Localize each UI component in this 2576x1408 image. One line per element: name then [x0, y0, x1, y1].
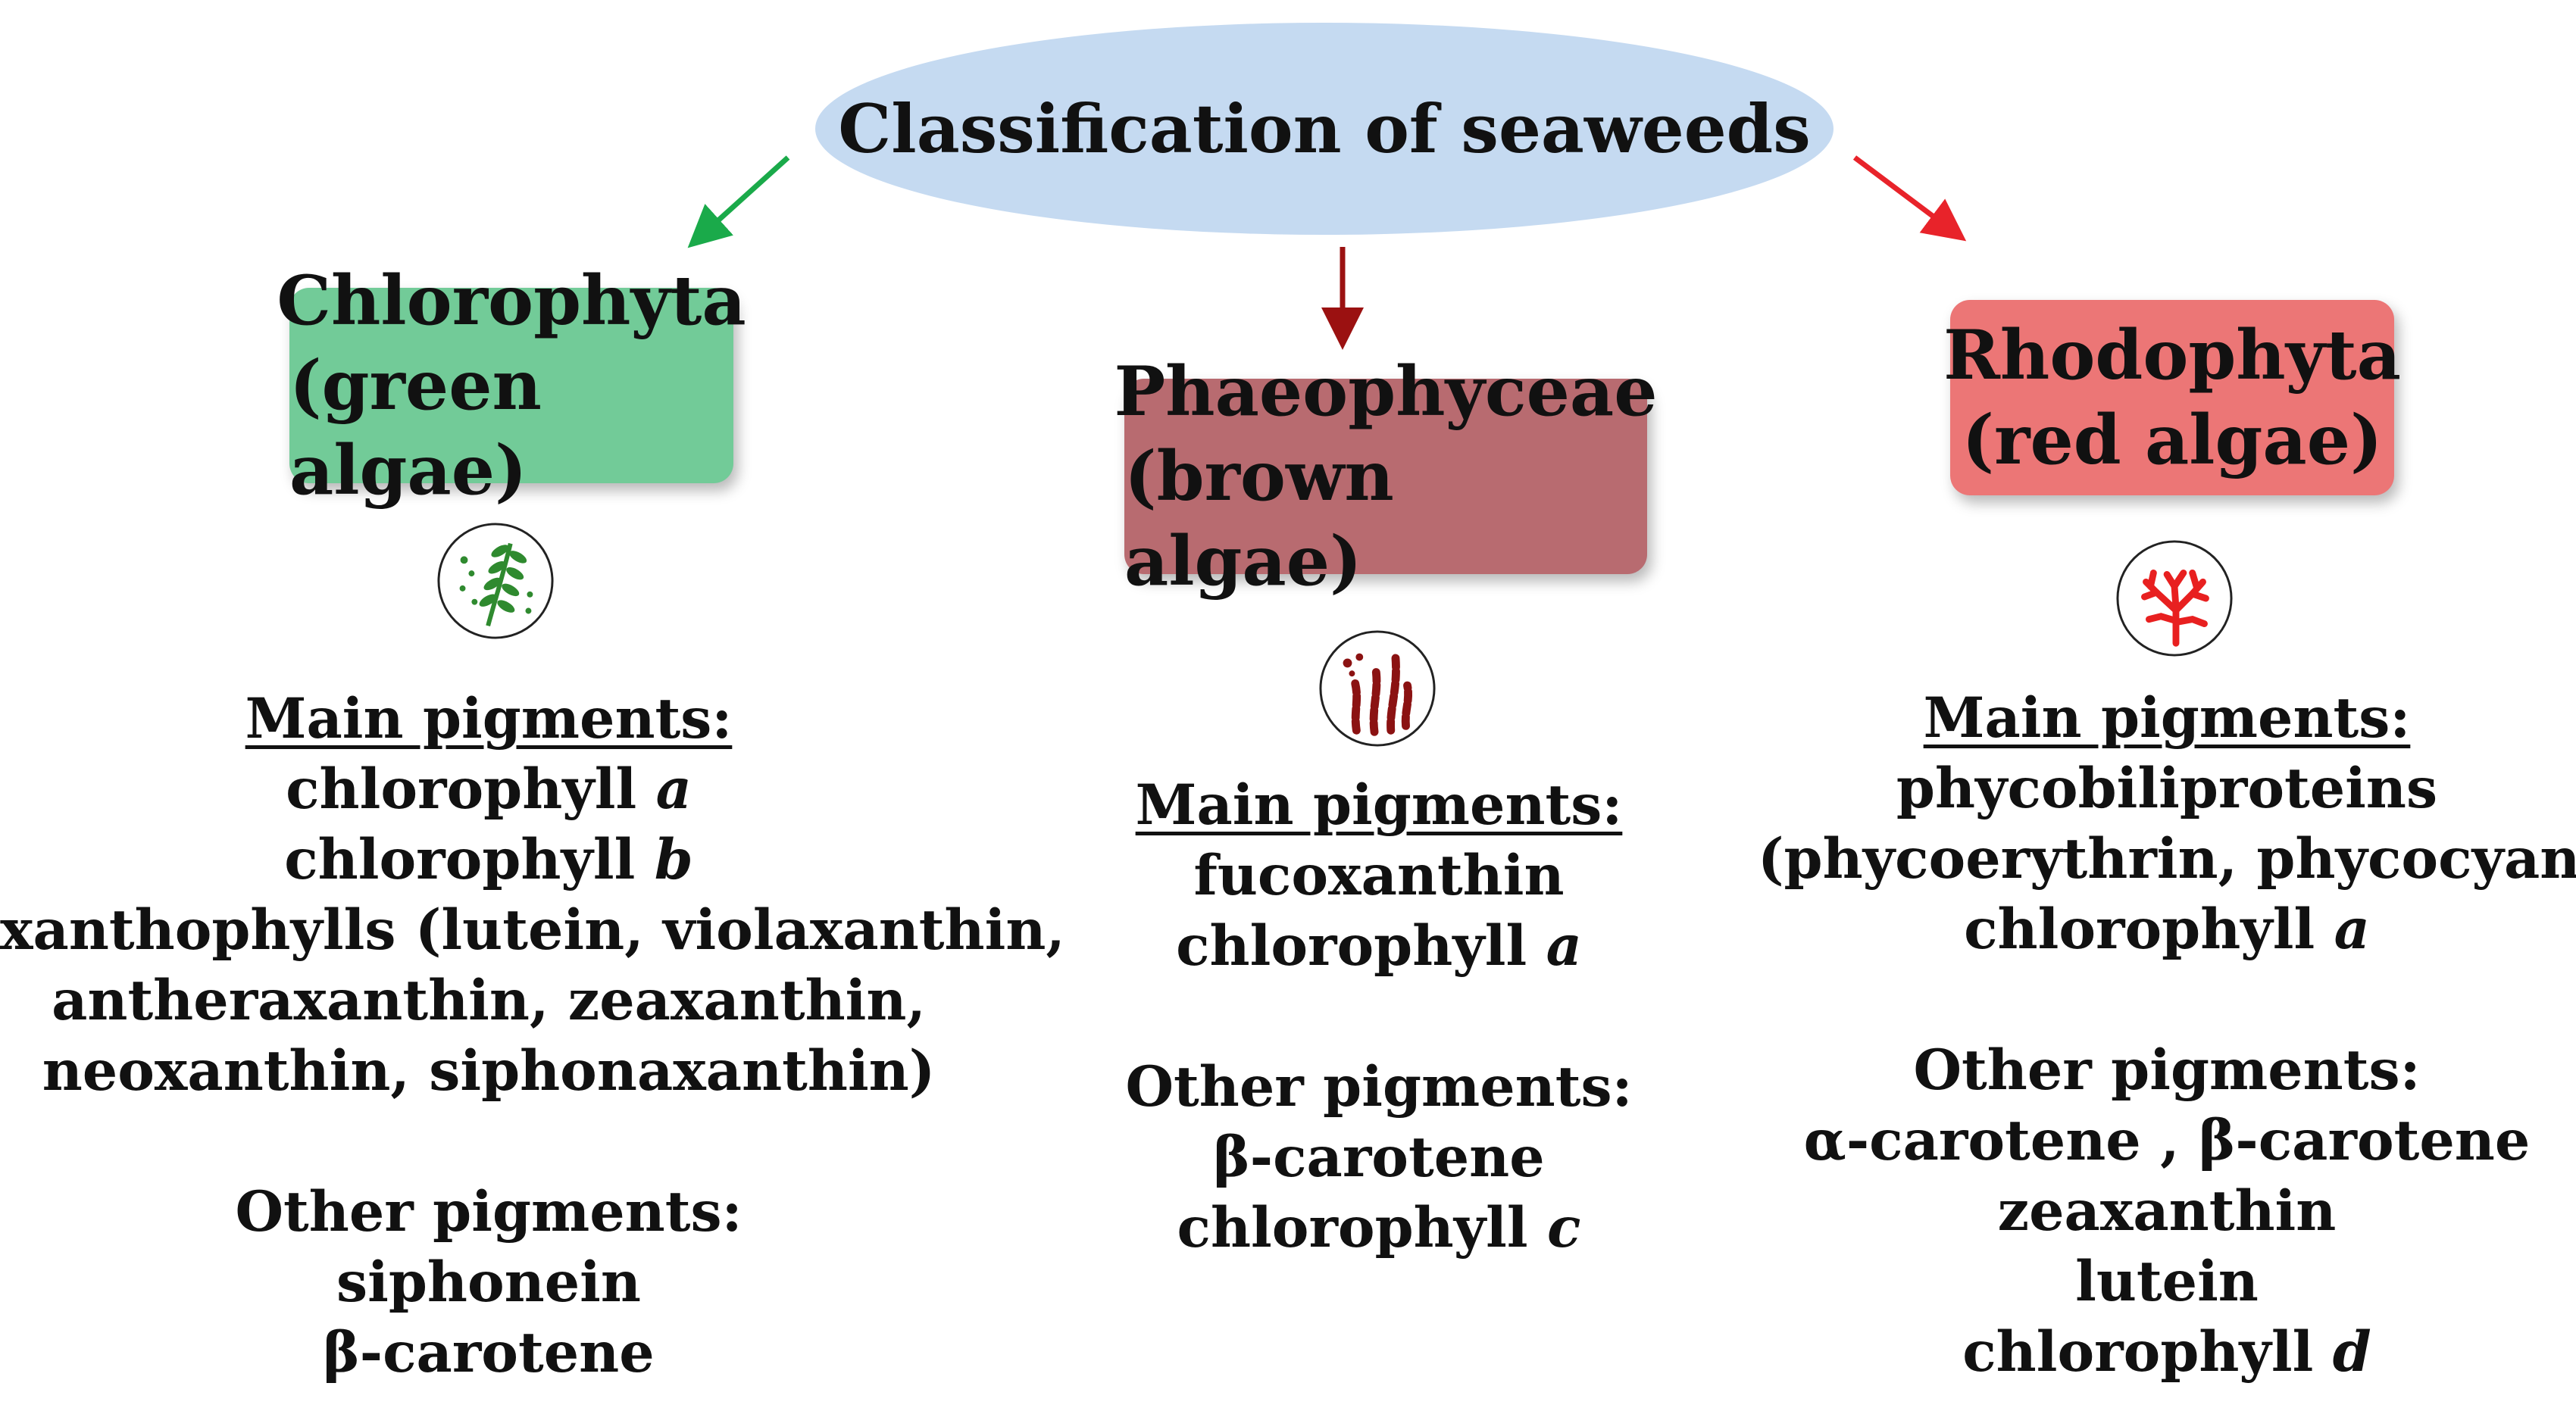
- chlorophyta-box: Chlorophyta (green algae): [277, 261, 746, 510]
- chlorophyta-pigments: Main pigments: chlorophyll a chlorophyll…: [0, 684, 1065, 1388]
- pigment-line: chlorophyll a: [1964, 897, 2370, 962]
- pigment-line: phycobiliproteins: [1896, 756, 2438, 821]
- pigment-line: β-carotene: [1213, 1125, 1545, 1190]
- pigment-line: chlorophyll a: [1176, 913, 1582, 979]
- pigment-line: zeaxanthin: [1997, 1179, 2337, 1244]
- pigment-line: fucoxanthin: [1193, 843, 1565, 908]
- group-common-name: (red algae): [1962, 400, 2383, 480]
- rhodophyta-box: Rhodophyta (red algae): [1943, 300, 2401, 495]
- pigment-line: α-carotene , β-carotene: [1803, 1108, 2531, 1173]
- main-pigments-heading: Main pigments:: [1923, 685, 2411, 751]
- group-name: Chlorophyta: [277, 261, 746, 341]
- pigment-line: lutein: [2075, 1249, 2259, 1314]
- arrow-to-green: [687, 155, 790, 248]
- arrow-to-red: [1852, 155, 1967, 242]
- group-name: Rhodophyta: [1943, 315, 2401, 395]
- pigment-line: chlorophyll b: [284, 827, 693, 892]
- green-seaweed-icon: [436, 521, 555, 641]
- other-pigments-heading: Other pigments:: [1125, 1054, 1633, 1119]
- title-ellipse: Classification of seaweeds: [815, 23, 1834, 235]
- pigment-line: siphonein: [336, 1250, 641, 1315]
- pigment-line: chlorophyll c: [1177, 1195, 1581, 1260]
- pigment-line: chlorophyll a: [286, 757, 692, 822]
- other-pigments-heading: Other pigments:: [1913, 1038, 2421, 1103]
- red-seaweed-icon: [2115, 539, 2234, 658]
- phaeophyceae-pigments: Main pigments: fucoxanthin chlorophyll a…: [1091, 770, 1667, 1263]
- other-pigments-heading: Other pigments:: [235, 1179, 742, 1244]
- pigment-line: chlorophyll d: [1962, 1319, 2371, 1385]
- pigment-line: neoxanthin, siphonaxanthin): [42, 1038, 936, 1104]
- group-common-name: (green algae): [289, 345, 542, 510]
- group-name: Phaeophyceae: [1114, 351, 1658, 432]
- pigment-line: antheraxanthin, zeaxanthin,: [52, 968, 926, 1033]
- main-pigments-heading: Main pigments:: [1135, 773, 1623, 838]
- brown-seaweed-icon: [1318, 629, 1437, 748]
- main-pigments-heading: Main pigments:: [245, 686, 733, 751]
- phaeophyceae-box: Phaeophyceae (brown algae): [1114, 351, 1658, 601]
- rhodophyta-pigments: Main pigments: phycobiliproteins (phycoe…: [1758, 683, 2576, 1388]
- pigment-line: (phycoerythrin, phycocyanin): [1758, 826, 2576, 891]
- group-common-name: (brown algae): [1124, 436, 1394, 601]
- diagram-title: Classification of seaweeds: [838, 89, 1811, 168]
- pigment-line: β-carotene: [323, 1320, 655, 1385]
- pigment-line: xanthophylls (lutein, violaxanthin,: [0, 898, 1065, 963]
